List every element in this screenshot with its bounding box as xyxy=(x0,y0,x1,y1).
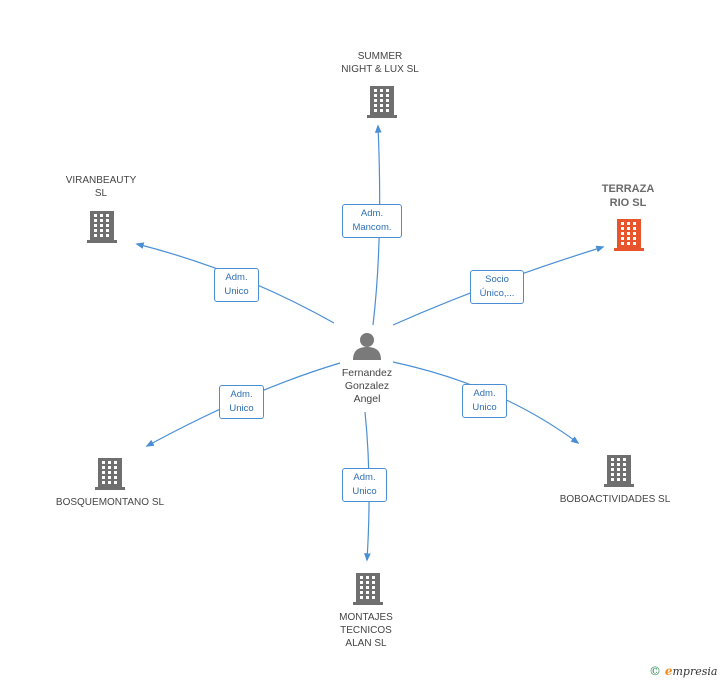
building-icon[interactable] xyxy=(603,453,635,487)
role-badge-viranbeauty[interactable]: Adm. Unico xyxy=(214,268,259,302)
company-label-bosquemontano[interactable]: BOSQUEMONTANO SL xyxy=(55,497,165,508)
company-label-boboactividades[interactable]: BOBOACTIVIDADES SL xyxy=(559,494,671,505)
building-icon[interactable] xyxy=(613,217,645,251)
role-badge-summer[interactable]: Adm. Mancom. xyxy=(342,204,402,238)
building-icon[interactable] xyxy=(86,209,118,243)
company-label-summer[interactable]: SUMMER NIGHT & LUX SL xyxy=(341,51,419,75)
role-badge-terraza[interactable]: Socio Único,... xyxy=(470,270,524,304)
copyright-symbol: © xyxy=(649,664,661,678)
building-icon[interactable] xyxy=(94,456,126,490)
building-icon[interactable] xyxy=(352,571,384,605)
company-label-terraza[interactable]: TERRAZA RIO SL xyxy=(601,183,655,209)
role-badge-boboactividades[interactable]: Adm. Unico xyxy=(462,384,507,418)
company-label-montajes[interactable]: MONTAJES TECNICOS ALAN SL xyxy=(339,612,393,649)
brand-initial: e xyxy=(664,664,673,678)
person-icon[interactable] xyxy=(352,332,382,360)
role-badge-montajes[interactable]: Adm. Unico xyxy=(342,468,387,502)
footer-brand: © empresia xyxy=(649,664,717,678)
brand-name: mpresia xyxy=(672,665,718,678)
role-badge-bosquemontano[interactable]: Adm. Unico xyxy=(219,385,264,419)
building-icon[interactable] xyxy=(366,84,398,118)
company-label-viranbeauty[interactable]: VIRANBEAUTY SL xyxy=(65,175,137,199)
center-person-name[interactable]: Fernandez Gonzalez Angel xyxy=(341,367,393,405)
